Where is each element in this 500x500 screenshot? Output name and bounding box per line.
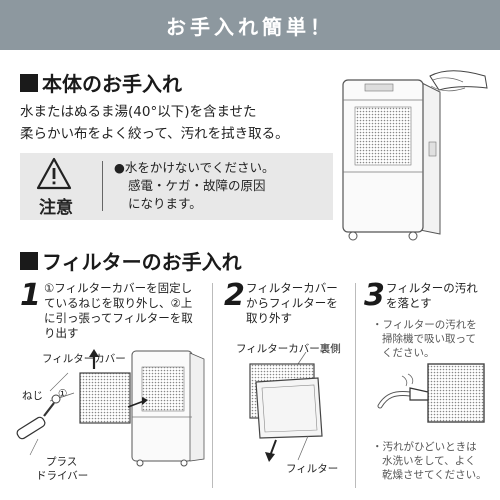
- wash-note: ・汚れがひどいときは 水洗いをして、よく 乾燥させてください。: [372, 440, 487, 482]
- note-line: 掃除機で吸い取って: [382, 333, 476, 345]
- step-2-illustration: [249, 352, 323, 462]
- heading-square-icon: [20, 251, 38, 270]
- filter-cover-back-label: フィルターカバー裏側: [236, 343, 341, 355]
- note-line: ・汚れがひどいときは: [372, 441, 477, 453]
- step-text-line: からフィルターを: [246, 296, 338, 310]
- step-3-illustration: [377, 363, 485, 423]
- caution-box: 注意 ●水をかけないでください。 感電・ケガ・故障の原因 になります。: [20, 153, 333, 220]
- caution-note-line: ●水をかけないでください。: [114, 160, 275, 175]
- step-text-line: ているねじを取り外し、②上: [44, 296, 193, 310]
- step-number: 1: [20, 278, 41, 313]
- filter-label: フィルター: [286, 463, 339, 475]
- filter-cover-label: フィルターカバー: [42, 353, 126, 365]
- caution-notes: ●水をかけないでください。 感電・ケガ・故障の原因 になります。: [114, 159, 275, 213]
- body-care-instructions: 水またはぬるま湯(40°以下)を含ませた 柔らかい布をよく絞って、汚れを拭き取る…: [20, 101, 340, 145]
- driver-label-line1: プラス: [46, 456, 78, 468]
- step-text-line: フィルターの汚れ: [386, 281, 478, 295]
- step-text-line: り出す: [44, 326, 79, 340]
- step-text-line: ①フィルターカバーを固定し: [44, 281, 193, 295]
- caution-note-line: になります。: [128, 196, 202, 211]
- column-divider: [212, 283, 213, 488]
- caution-divider: [102, 161, 103, 211]
- step-text-line: 取り外す: [246, 311, 292, 325]
- step-text-line: に引っ張ってフィルターを取: [44, 311, 193, 325]
- note-line: ・フィルターの汚れを: [372, 319, 477, 331]
- step-text: フィルターカバー からフィルターを 取り外す: [246, 281, 338, 326]
- step-number: 3: [364, 278, 385, 313]
- step-text: フィルターの汚れ を落とす: [386, 281, 478, 311]
- heading-square-icon: [20, 73, 38, 92]
- note-line: 水洗いをして、よく: [382, 455, 476, 467]
- instruction-line: 柔らかい布をよく絞って、汚れを拭き取る。: [20, 126, 289, 142]
- body-care-heading: 本体のお手入れ: [20, 68, 182, 97]
- note-line: 乾燥させてください。: [382, 469, 487, 481]
- page-banner: お手入れ簡単！: [0, 0, 500, 50]
- column-divider: [355, 283, 356, 488]
- screw-label: ねじ: [22, 390, 43, 402]
- caution-note-line: 感電・ケガ・故障の原因: [128, 178, 266, 193]
- filter-step-3: 3 フィルターの汚れ を落とす: [364, 281, 496, 491]
- note-line: ください。: [382, 347, 435, 359]
- driver-label-line2: ドライバー: [36, 470, 89, 482]
- vacuum-note: ・フィルターの汚れを 掃除機で吸い取って ください。: [372, 318, 477, 360]
- instruction-line: 水またはぬるま湯(40°以下)を含ませた: [20, 104, 257, 120]
- step-number: 2: [224, 278, 245, 313]
- banner-title: お手入れ簡単！: [166, 14, 334, 39]
- step-text: ①フィルターカバーを固定し ているねじを取り外し、②上 に引っ張ってフィルターを…: [44, 281, 193, 341]
- filter-step-1: 1 ①フィルターカバーを固定し ているねじを取り外し、②上 に引っ張ってフィルタ…: [20, 281, 210, 491]
- filter-step-2: 2 フィルターカバー からフィルターを 取り外す: [224, 281, 352, 491]
- filter-care-heading: フィルターのお手入れ: [20, 246, 242, 275]
- step-text-line: フィルターカバー: [246, 281, 338, 295]
- step-text-line: を落とす: [386, 296, 432, 310]
- body-care-heading-text: 本体のお手入れ: [42, 72, 182, 96]
- dehumidifier-illustration: [342, 70, 488, 241]
- filter-care-heading-text: フィルターのお手入れ: [42, 250, 242, 274]
- step-1-illustration: [16, 349, 205, 467]
- screw-number-label: ①: [58, 388, 68, 400]
- warning-icon: [36, 157, 72, 190]
- caution-label: 注意: [39, 198, 73, 218]
